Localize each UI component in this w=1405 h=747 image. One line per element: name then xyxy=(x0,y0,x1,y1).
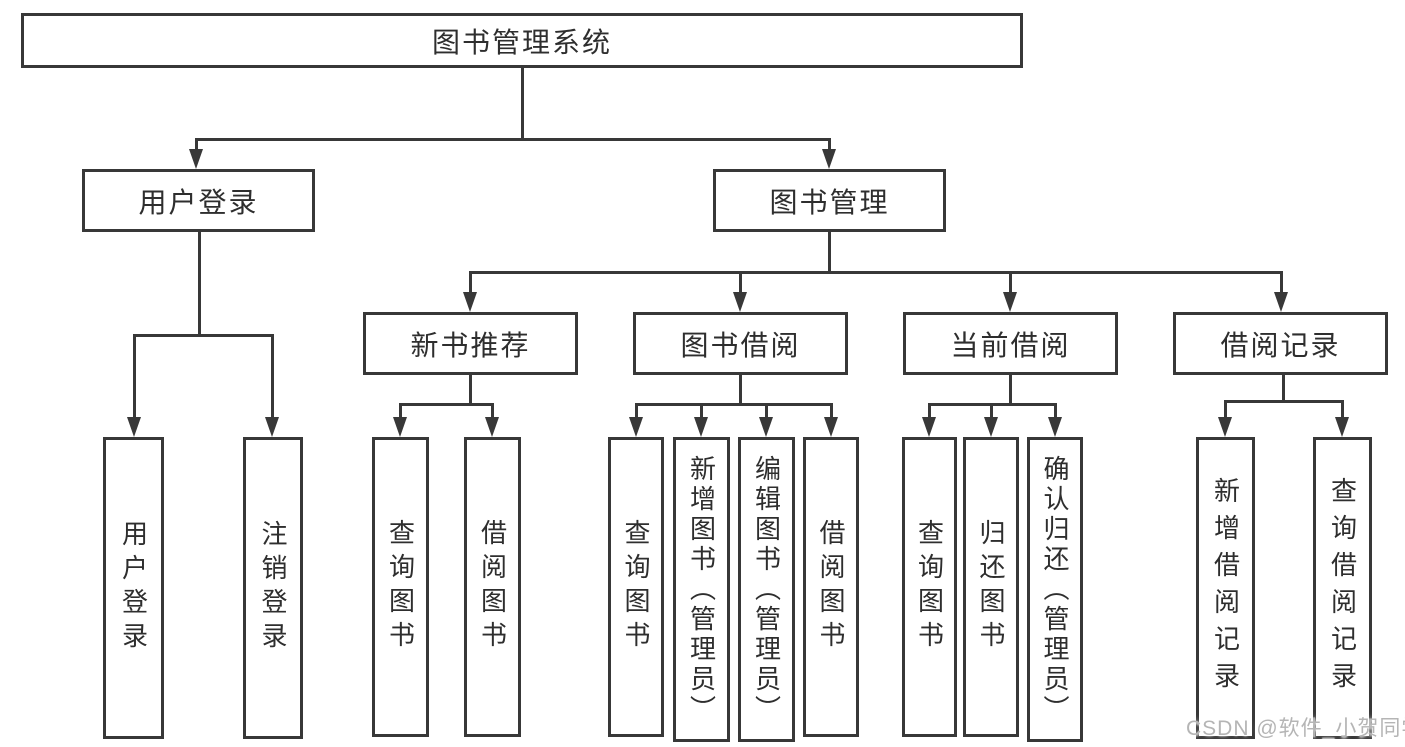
node-book-borrow: 图书借阅 xyxy=(633,312,848,375)
node-label: 确认归还（管理员） xyxy=(1040,454,1070,725)
arrow-down-icon xyxy=(694,417,708,437)
connector-hline xyxy=(133,334,274,337)
node-leaf-edit-book: 编辑图书（管理员） xyxy=(738,437,795,742)
connector-vline xyxy=(1009,272,1012,296)
arrow-down-icon xyxy=(1003,292,1017,312)
node-label: 图书管理系统 xyxy=(431,26,612,58)
arrow-down-icon xyxy=(824,417,838,437)
arrow-down-icon xyxy=(485,417,499,437)
node-leaf-borrow-book-2: 借阅图书 xyxy=(803,437,859,737)
connector-hline xyxy=(1224,400,1344,403)
node-leaf-user-login: 用户登录 xyxy=(103,437,164,739)
connector-vline xyxy=(990,404,993,421)
connector-vline xyxy=(1009,375,1012,404)
node-label: 借阅图书 xyxy=(477,519,508,655)
arrow-down-icon xyxy=(189,149,203,169)
node-label: 归还图书 xyxy=(976,519,1006,655)
node-label: 用户登录 xyxy=(118,520,149,656)
connector-vline xyxy=(739,375,742,404)
connector-vline xyxy=(1280,272,1283,296)
arrow-down-icon xyxy=(1335,417,1349,437)
node-label: 查询图书 xyxy=(385,519,416,655)
connector-vline xyxy=(1054,404,1057,421)
connector-vline xyxy=(521,68,524,139)
connector-vline xyxy=(1282,375,1285,401)
connector-vline xyxy=(491,404,494,421)
connector-vline xyxy=(469,375,472,404)
arrow-down-icon xyxy=(265,417,279,437)
node-label: 新书推荐 xyxy=(410,329,531,361)
connector-hline xyxy=(928,403,1057,406)
connector-vline xyxy=(133,335,136,421)
connector-vline xyxy=(830,404,833,421)
node-current-borrow: 当前借阅 xyxy=(903,312,1118,375)
connector-vline xyxy=(739,272,742,296)
arrow-down-icon xyxy=(393,417,407,437)
node-leaf-query-book-2: 查询图书 xyxy=(608,437,664,737)
node-leaf-query-borrow-rec: 查询借阅记录 xyxy=(1313,437,1372,739)
csdn-watermark: CSDN @软件_小贺同学 xyxy=(1186,717,1405,740)
arrow-down-icon xyxy=(629,417,643,437)
node-leaf-return-book: 归还图书 xyxy=(963,437,1019,737)
arrow-down-icon xyxy=(463,292,477,312)
node-book-management: 图书管理 xyxy=(713,169,946,232)
node-borrow-records: 借阅记录 xyxy=(1173,312,1388,375)
node-label: 编辑图书（管理员） xyxy=(751,454,782,725)
connector-hline xyxy=(469,271,1283,274)
node-label: 图书借阅 xyxy=(680,329,801,361)
node-label: 新增图书（管理员） xyxy=(686,454,717,725)
connector-hline xyxy=(399,403,494,406)
node-leaf-add-book: 新增图书（管理员） xyxy=(673,437,730,742)
connector-vline xyxy=(195,139,198,152)
arrow-down-icon xyxy=(1218,417,1232,437)
arrow-down-icon xyxy=(822,149,836,169)
arrow-down-icon xyxy=(922,417,936,437)
node-label: 借阅图书 xyxy=(816,519,846,655)
connector-vline xyxy=(635,404,638,421)
connector-vline xyxy=(198,232,201,335)
node-label: 用户登录 xyxy=(138,186,259,218)
arrow-down-icon xyxy=(759,417,773,437)
connector-vline xyxy=(828,139,831,152)
connector-vline xyxy=(828,232,831,272)
node-new-book-recommend: 新书推荐 xyxy=(363,312,578,375)
node-user-login: 用户登录 xyxy=(82,169,315,232)
connector-vline xyxy=(765,404,768,421)
node-leaf-borrow-book-1: 借阅图书 xyxy=(464,437,521,737)
node-system-root: 图书管理系统 xyxy=(21,13,1023,68)
connector-vline xyxy=(1224,401,1227,421)
node-label: 注销登录 xyxy=(258,520,288,656)
node-leaf-logout: 注销登录 xyxy=(243,437,303,739)
connector-vline xyxy=(700,404,703,421)
connector-vline xyxy=(928,404,931,421)
connector-vline xyxy=(1341,401,1344,421)
node-leaf-confirm-return: 确认归还（管理员） xyxy=(1027,437,1083,742)
node-label: 图书管理 xyxy=(769,186,890,218)
connector-vline xyxy=(399,404,402,421)
node-label: 新增借阅记录 xyxy=(1210,477,1241,699)
node-label: 查询借阅记录 xyxy=(1327,477,1358,699)
connector-hline xyxy=(635,403,833,406)
connector-hline xyxy=(195,138,831,141)
arrow-down-icon xyxy=(984,417,998,437)
node-leaf-query-book-3: 查询图书 xyxy=(902,437,957,737)
arrow-down-icon xyxy=(733,292,747,312)
arrow-down-icon xyxy=(1048,417,1062,437)
connector-vline xyxy=(271,335,274,421)
arrow-down-icon xyxy=(1274,292,1288,312)
node-leaf-add-borrow-rec: 新增借阅记录 xyxy=(1196,437,1255,739)
connector-vline xyxy=(469,272,472,296)
node-label: 当前借阅 xyxy=(950,329,1071,361)
arrow-down-icon xyxy=(127,417,141,437)
node-label: 查询图书 xyxy=(914,519,945,655)
node-label: 借阅记录 xyxy=(1220,329,1341,361)
node-label: 查询图书 xyxy=(621,519,651,655)
node-leaf-query-book-1: 查询图书 xyxy=(372,437,429,737)
